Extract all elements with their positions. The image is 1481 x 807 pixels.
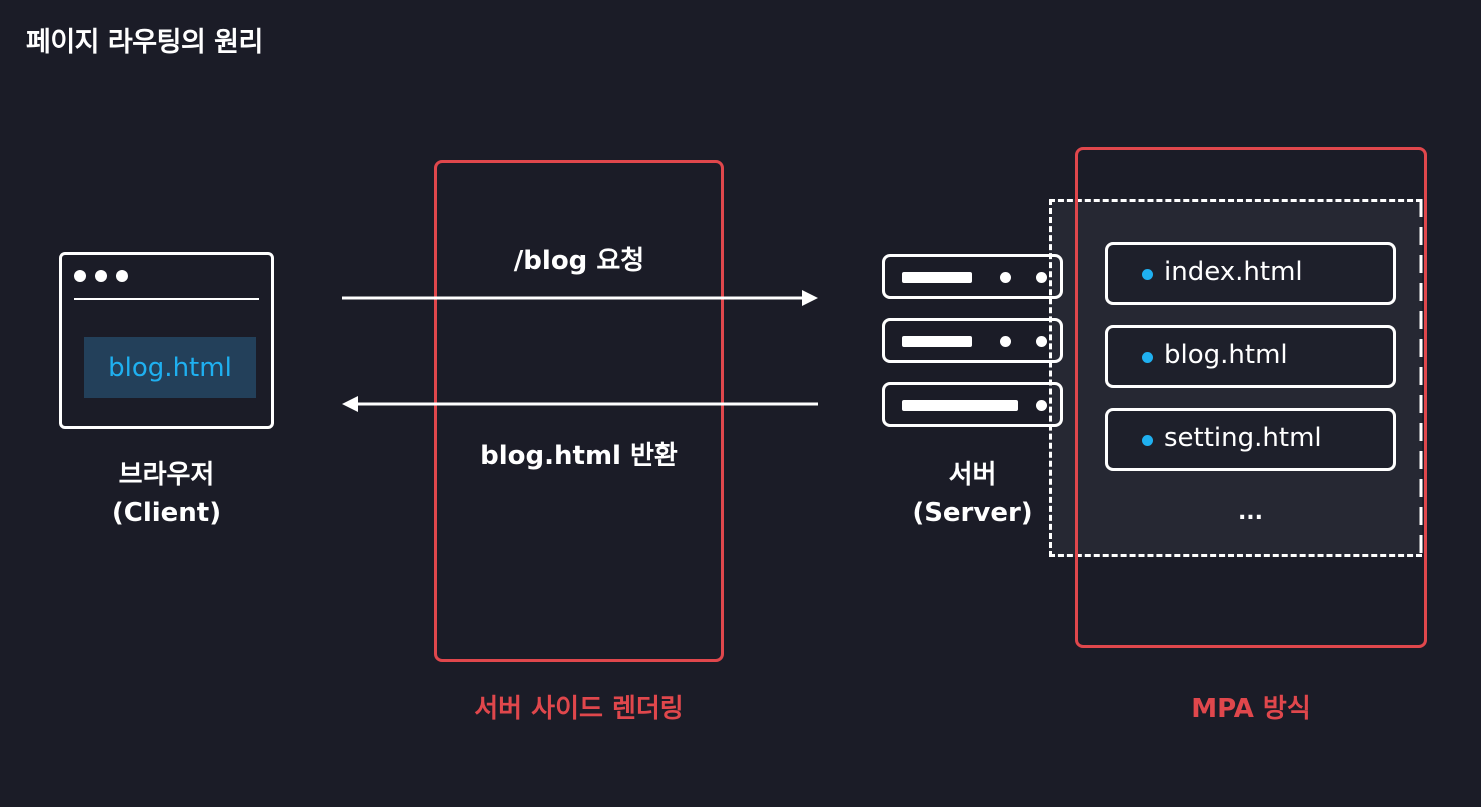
server-rack-unit-icon — [882, 318, 1063, 363]
response-label: blog.html 반환 — [480, 441, 678, 471]
response-arrow-icon — [342, 396, 818, 412]
file-name: blog.html — [1164, 340, 1288, 370]
client-name: 브라우저 — [118, 460, 215, 490]
file-item: setting.html — [1105, 408, 1396, 471]
window-dot-icon — [116, 270, 128, 282]
server-subname: (Server) — [912, 498, 1033, 528]
server-rack-unit-icon — [882, 254, 1063, 299]
request-label: /blog 요청 — [513, 246, 645, 276]
bullet-icon — [1142, 435, 1153, 446]
ssr-frame — [434, 160, 724, 662]
server-name: 서버 — [948, 460, 997, 490]
mpa-caption: MPA 방식 — [1191, 694, 1311, 724]
bullet-icon — [1142, 352, 1153, 363]
browser-window-icon: blog.html — [59, 252, 274, 429]
page-title: 페이지 라우팅의 원리 — [26, 27, 263, 58]
mpa-frame — [1075, 147, 1427, 648]
ssr-caption: 서버 사이드 렌더링 — [474, 694, 684, 724]
request-arrow-icon — [342, 290, 818, 306]
more-files-ellipsis: ... — [1237, 500, 1264, 525]
file-name: index.html — [1164, 257, 1303, 287]
server-caption: 서버 (Server) — [882, 456, 1063, 532]
server-rack-unit-icon — [882, 382, 1063, 427]
file-name: setting.html — [1164, 423, 1322, 453]
window-dot-icon — [95, 270, 107, 282]
container-dashed-edge — [1419, 199, 1423, 557]
browser-document-label: blog.html — [84, 337, 256, 398]
client-caption: 브라우저 (Client) — [59, 456, 274, 532]
file-item: blog.html — [1105, 325, 1396, 388]
bullet-icon — [1142, 269, 1153, 280]
window-dot-icon — [74, 270, 86, 282]
client-subname: (Client) — [111, 498, 222, 528]
window-divider — [74, 298, 259, 300]
file-item: index.html — [1105, 242, 1396, 305]
